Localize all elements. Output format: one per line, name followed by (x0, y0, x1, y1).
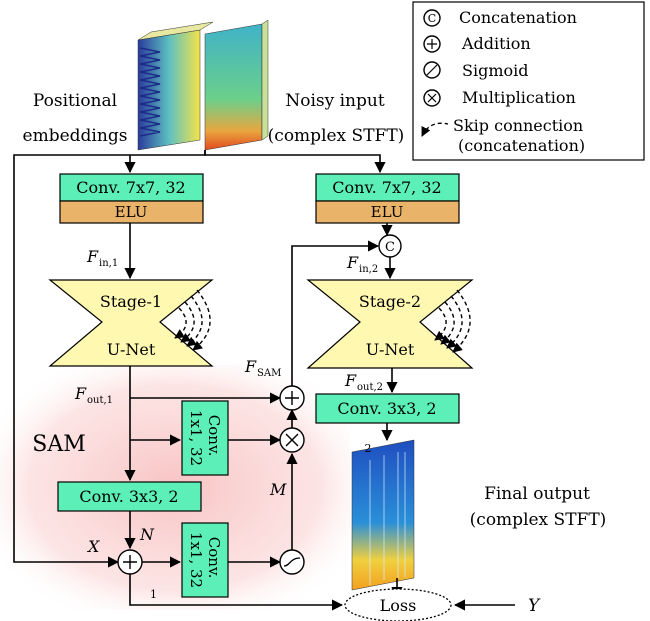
conv1-bottom-label-1: Conv. (205, 537, 223, 579)
legend-addition: Addition (461, 34, 531, 53)
f-sam-label: F (244, 357, 257, 376)
stage2-skip-arrows (434, 289, 471, 353)
final-output-image (351, 439, 415, 591)
legend: C Concatenation Addition Sigmoid Multipl… (412, 1, 645, 161)
fsam-to-concat-line (291, 240, 380, 386)
noisy-label-1: Noisy input (285, 91, 384, 111)
f-in1-sub: in,1 (99, 258, 118, 269)
loss-node (344, 588, 452, 621)
stage1-sub-label: U-Net (107, 340, 156, 359)
positional-label-1: Positional (33, 91, 117, 111)
f-out1-sub: out,1 (87, 395, 113, 406)
f-out2-sub: out,2 (357, 382, 383, 393)
conv7-right-block (315, 173, 460, 202)
stage1-skip-arrows (174, 289, 211, 351)
noisy-label-2: (complex STFT) (268, 126, 405, 146)
conv1-top-label-1: Conv. (205, 415, 223, 457)
legend-multiplication: Multiplication (462, 88, 576, 107)
f-in2-label: F (346, 253, 359, 272)
conv3-right-label: Conv. 3x3, 2 (337, 399, 436, 418)
conv1-top-block (181, 400, 229, 476)
conv1-bottom-label-2: 1x1, 32 (187, 532, 205, 588)
final-output-label-1: Final output (484, 484, 590, 504)
n-label: N (139, 525, 155, 544)
conv3-right-block (315, 393, 460, 424)
concat-node-symbol: C (385, 240, 395, 255)
svg-text:Conv. 1x1, 32: Conv. 1x1, 32 (187, 532, 223, 588)
m-label: M (269, 480, 287, 499)
sam-label: SAM (32, 432, 86, 457)
f-out2-label: F (344, 371, 357, 390)
stage2-unet (306, 279, 474, 369)
stage1-unet (48, 279, 214, 367)
f-in1-label: F (86, 247, 99, 266)
conv7-right-label: Conv. 7x7, 32 (332, 178, 441, 197)
conv1-top-label-2: 1x1, 32 (187, 410, 205, 466)
legend-skip-2: (concatenation) (458, 136, 585, 155)
conv7-left-label: Conv. 7x7, 32 (76, 178, 185, 197)
final-output-label-2: (complex STFT) (470, 510, 607, 530)
legend-sigmoid: Sigmoid (462, 61, 528, 80)
channel-count-label: 2 (365, 442, 372, 455)
one-label: 1 (150, 588, 157, 601)
legend-concatenation: Concatenation (459, 8, 577, 27)
f-in2-sub: in,2 (359, 264, 378, 275)
sigmoid-node (279, 549, 305, 575)
concat-legend-icon: C (428, 12, 436, 25)
elu-right-label: ELU (371, 203, 404, 221)
f-out1-label: F (74, 384, 87, 403)
elu-left-label: ELU (115, 203, 148, 221)
stage1-label: Stage-1 (100, 292, 162, 311)
skip-legend-icon (421, 122, 449, 137)
stage2-sub-label: U-Net (366, 340, 415, 359)
y-label: Y (528, 596, 541, 616)
conv3-mid-label: Conv. 3x3, 2 (79, 487, 178, 506)
conv3-mid-block (57, 481, 202, 512)
positional-embeddings-image (137, 21, 214, 151)
elu-left-block (59, 200, 204, 224)
positional-label-2: embeddings (23, 126, 128, 146)
noisy-input-image (204, 19, 269, 151)
f-sam-sub: SAM (257, 368, 281, 379)
x-label: X (86, 537, 100, 556)
loss-label: Loss (380, 596, 417, 615)
conv1-bottom-block (181, 522, 229, 598)
stage2-label: Stage-2 (359, 292, 421, 311)
svg-text:Conv. 1x1, 32: Conv. 1x1, 32 (187, 410, 223, 466)
legend-skip-1: Skip connection (453, 116, 583, 135)
